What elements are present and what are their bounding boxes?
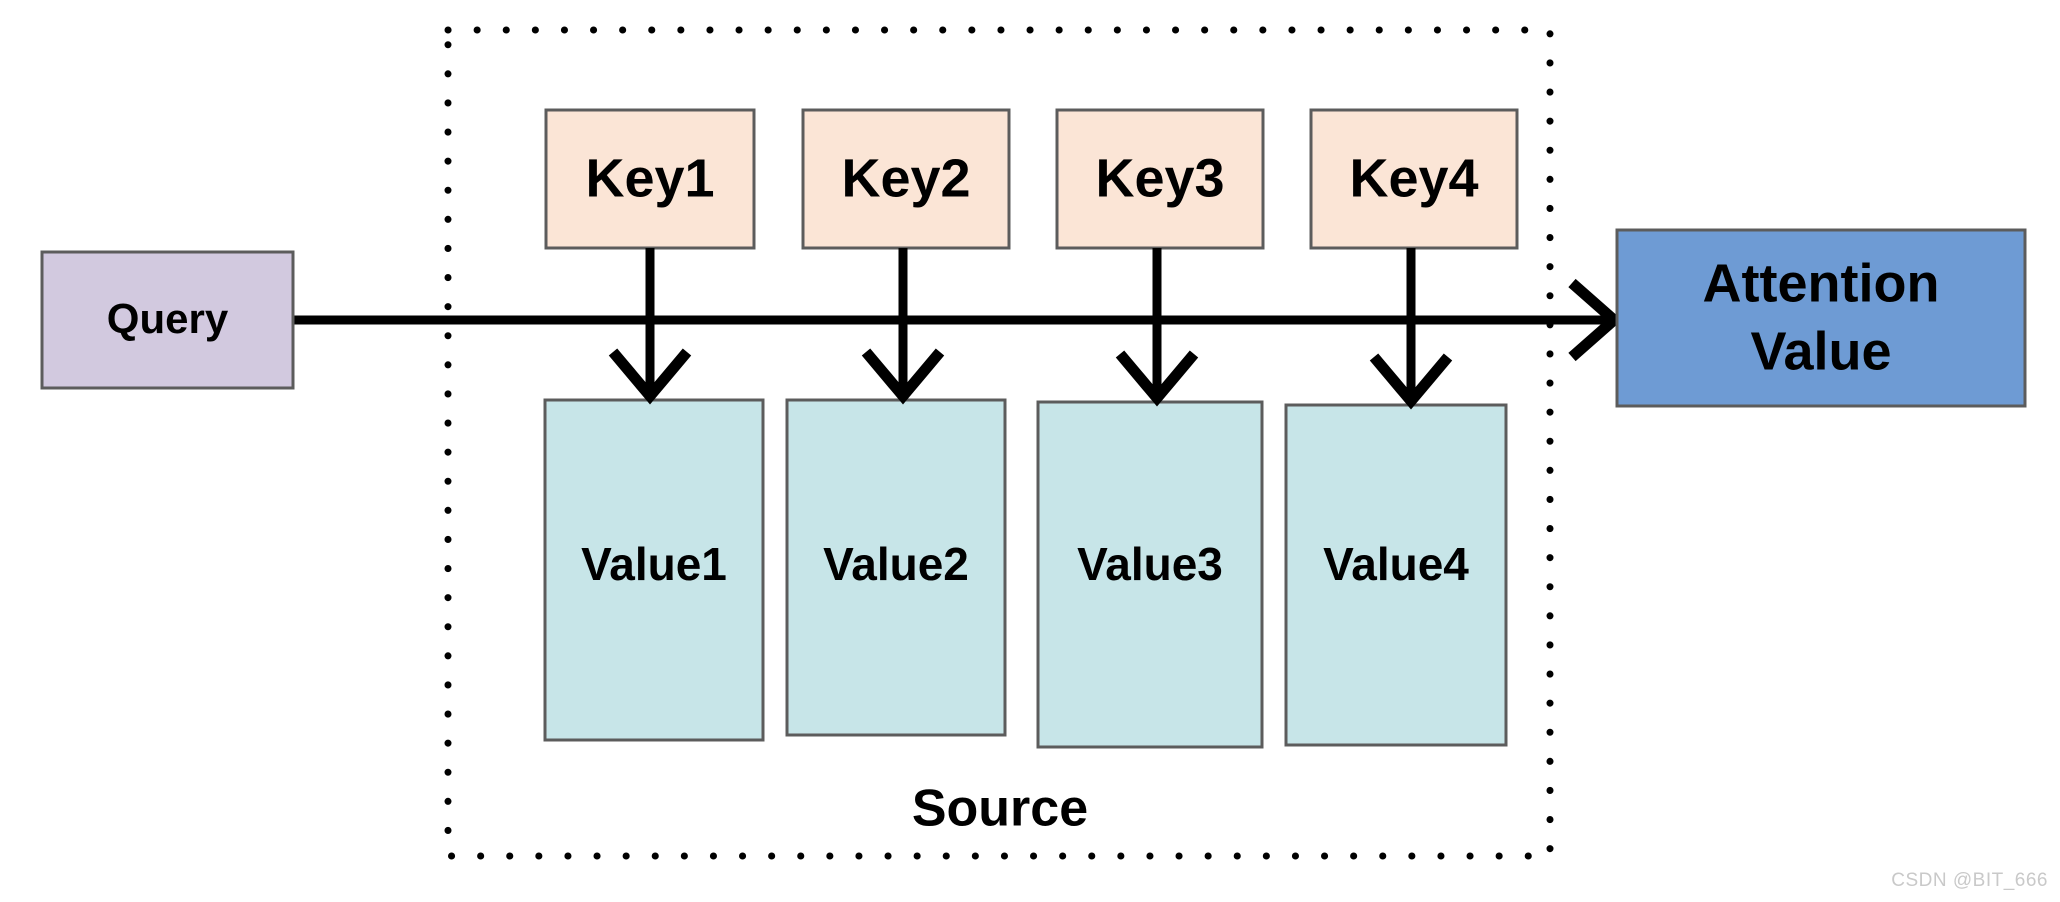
query-box[interactable]: Query <box>40 250 295 390</box>
key-to-value-arrowhead-icon-3 <box>1115 350 1199 407</box>
value-box-4[interactable]: Value4 <box>1284 403 1508 747</box>
query-label: Query <box>107 295 229 342</box>
query-arrowhead-icon <box>1568 278 1623 362</box>
key-to-value-arrowhead-icon-1 <box>608 348 692 405</box>
key-label: Key4 <box>1349 148 1478 208</box>
key-to-value-arrowhead-icon-2 <box>861 348 945 405</box>
attention-value-box[interactable]: Attention Value <box>1615 228 2027 408</box>
source-group-label: Source <box>912 780 1088 838</box>
key-label: Key1 <box>585 148 714 208</box>
value-box-2[interactable]: Value2 <box>785 398 1007 737</box>
key-box-1[interactable]: Key1 <box>544 108 756 250</box>
value-box-1[interactable]: Value1 <box>543 398 765 742</box>
keys-group: Key1 Key2 Key3 Key4 <box>544 108 1519 250</box>
value-label: Value4 <box>1323 538 1469 590</box>
key-label: Key3 <box>1095 148 1224 208</box>
attention-value-label-line2: Value <box>1750 321 1891 381</box>
value-label: Value2 <box>823 538 969 590</box>
key-box-2[interactable]: Key2 <box>801 108 1011 250</box>
key-to-value-arrows <box>608 248 1453 410</box>
key-to-value-arrowhead-icon-4 <box>1369 353 1453 410</box>
value-label: Value1 <box>581 538 727 590</box>
attention-value-label-line1: Attention <box>1703 253 1940 313</box>
value-label: Value3 <box>1077 538 1223 590</box>
key-box-3[interactable]: Key3 <box>1055 108 1265 250</box>
key-label: Key2 <box>841 148 970 208</box>
values-group: Value1 Value2 Value3 Value4 <box>543 398 1508 749</box>
key-box-4[interactable]: Key4 <box>1309 108 1519 250</box>
source-group-boundary <box>444 26 1554 860</box>
watermark-label: CSDN @BIT_666 <box>1891 870 2048 891</box>
value-box-3[interactable]: Value3 <box>1036 400 1264 749</box>
